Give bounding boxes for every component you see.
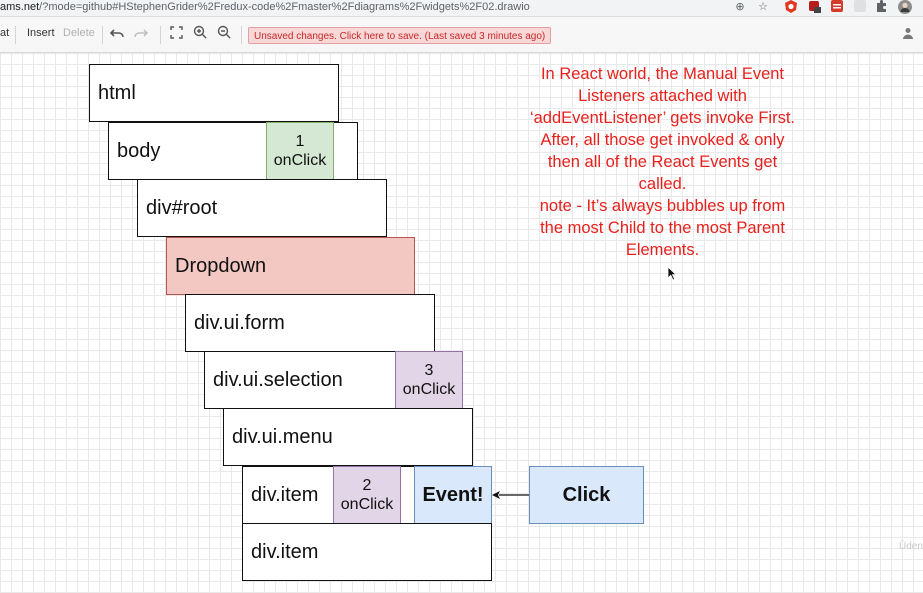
note-line: ‘addEventListener’ gets invoke First. [529,109,796,127]
onclick-badge-1[interactable]: 1 onClick [266,122,334,180]
url-field[interactable]: ams.net/?mode=github#HStephenGrider%2Fre… [0,1,530,13]
node-div-item[interactable]: div.item [242,523,492,581]
star-icon[interactable]: ☆ [758,1,768,13]
url-path: /?mode=github#HStephenGrider%2Fredux-cod… [39,1,530,13]
redo-icon[interactable] [132,25,150,43]
node-div-ui-menu[interactable]: div.ui.menu [223,408,473,466]
toolbar-divider [102,26,103,44]
zoom-in-icon[interactable] [191,25,209,43]
note-line: Listeners attached with [578,87,747,105]
toolbar-divider [160,26,161,44]
diagram-canvas[interactable]: html body 1 onClick div#root Dropdown di… [0,53,923,593]
node-dropdown[interactable]: Dropdown [166,237,415,295]
onclick-badge-2[interactable]: 2 onClick [333,466,401,524]
note-line: After, all those get invoked & only [540,131,785,149]
badge-label: onClick [340,496,394,513]
url-host: ams.net [0,1,40,13]
badge-number: 1 [295,133,305,150]
delete-button[interactable]: Delete [63,27,95,39]
note-line: called. [638,175,687,193]
node-div-root[interactable]: div#root [137,179,387,237]
onclick-badge-3[interactable]: 3 onClick [395,351,463,409]
note-line: note - It’s always bubbles up from [539,197,786,215]
click-box[interactable]: Click [529,466,644,524]
undo-icon[interactable] [108,25,126,43]
format-button[interactable]: at [0,27,10,39]
insert-button[interactable]: Insert [27,27,55,39]
unsaved-changes-button[interactable]: Unsaved changes. Click here to save. (La… [248,27,552,44]
arrow-connector[interactable] [490,487,532,503]
note-line: Elements. [625,241,700,259]
badge-label: onClick [402,381,456,398]
profile-avatar[interactable] [897,0,913,15]
event-box[interactable]: Event! [414,466,492,524]
extension-icon[interactable] [807,0,821,15]
badge-label: onClick [273,152,327,169]
extension-icon[interactable] [830,0,844,15]
fullscreen-icon[interactable] [167,25,185,43]
note-line: In React world, the Manual Event [540,65,785,83]
user-icon[interactable] [899,25,917,43]
toolbar-divider [241,26,242,44]
explanation-note[interactable]: In React world, the Manual Event Listene… [510,63,815,261]
browser-address-bar: ams.net/?mode=github#HStephenGrider%2Fre… [0,0,923,17]
badge-number: 2 [362,477,372,494]
puzzle-icon[interactable] [875,0,889,15]
badge-number: 3 [424,362,434,379]
mouse-cursor [667,266,677,281]
watermark: Üden [899,541,923,552]
node-div-ui-form[interactable]: div.ui.form [185,294,435,352]
note-line: the most Child to the most Parent [540,219,785,237]
zoom-out-icon[interactable] [215,25,233,43]
note-line: then all of the React Events get [547,153,778,171]
zoom-icon[interactable]: ⊕ [735,1,745,13]
toolbar-divider [15,26,16,44]
extension-icon[interactable] [853,0,867,15]
node-html[interactable]: html [89,64,339,122]
extension-icon[interactable] [784,0,798,15]
